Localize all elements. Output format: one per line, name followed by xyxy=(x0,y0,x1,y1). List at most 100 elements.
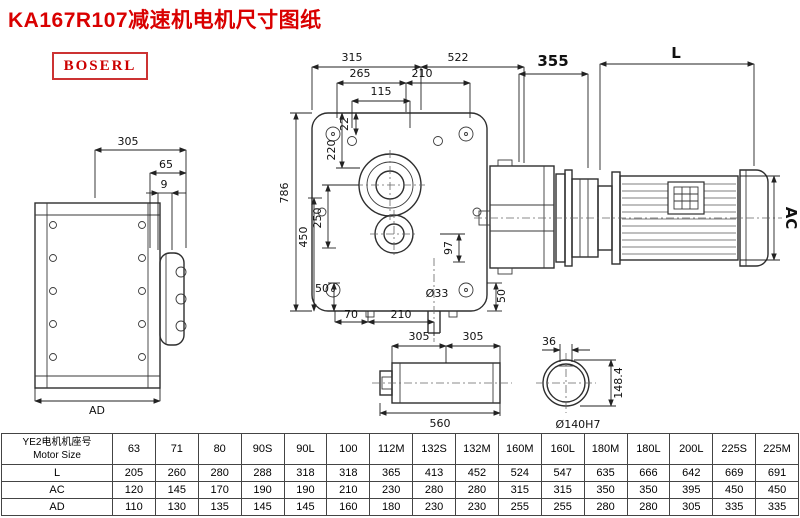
dim-key-36: 36 xyxy=(542,335,556,348)
row-label: AC xyxy=(1,481,113,499)
dim-front-d33: Ø33 xyxy=(426,287,449,300)
dim-shaft-305-a: 305 xyxy=(409,330,430,343)
fan-cover xyxy=(739,169,769,267)
motor-size-column: 225S xyxy=(712,433,757,465)
dimension-value: 120 xyxy=(112,481,156,499)
dimension-value: 365 xyxy=(369,464,414,482)
dim-front-220: 220 xyxy=(325,140,338,161)
dim-front-70: 70 xyxy=(344,308,358,321)
dimension-value: 230 xyxy=(455,498,499,516)
motor-size-column: 100 xyxy=(326,433,371,465)
dim-side-ad: AD xyxy=(89,404,105,417)
motor-size-column: 132S xyxy=(412,433,456,465)
shaft-view: 305 305 560 xyxy=(372,330,512,430)
dimension-value: 145 xyxy=(283,498,328,516)
dimension-value: 524 xyxy=(497,464,542,482)
page-title: KA167R107减速机电机尺寸图纸 xyxy=(8,9,322,32)
dim-front-265: 265 xyxy=(350,67,371,80)
dimension-value: 280 xyxy=(197,464,242,482)
dimension-value: 135 xyxy=(197,498,242,516)
dim-side-9: 9 xyxy=(161,178,168,191)
dim-bore-140h7: Ø140H7 xyxy=(556,418,601,431)
motor-view: 355 L AC xyxy=(474,44,800,275)
dimension-value: 280 xyxy=(583,498,628,516)
row-label: AD xyxy=(1,498,113,516)
dimension-value: 450 xyxy=(712,481,757,499)
dim-motor-355: 355 xyxy=(537,52,568,70)
technical-drawing: 305 65 9 AD xyxy=(34,44,800,431)
bore-outer-circle xyxy=(542,359,590,407)
dim-front-210-bottom: 210 xyxy=(391,308,412,321)
shaft-end-view: 36 148.4 Ø140H7 xyxy=(536,335,625,431)
dimension-value: 318 xyxy=(326,464,371,482)
dimension-value: 395 xyxy=(669,481,714,499)
motor-size-column: 160M xyxy=(497,433,542,465)
dim-front-786: 786 xyxy=(278,183,291,204)
dimension-value: 205 xyxy=(112,464,156,482)
dimension-value: 452 xyxy=(455,464,499,482)
dim-front-22: 22 xyxy=(338,117,351,131)
motor-size-column: 90L xyxy=(283,433,328,465)
motor-size-column: 200L xyxy=(669,433,714,465)
dim-front-50-right: 50 xyxy=(495,289,508,303)
front-view: 315 522 265 210 115 22 220 250 450 786 xyxy=(278,51,525,342)
dimension-value: 255 xyxy=(540,498,585,516)
dimension-value: 335 xyxy=(712,498,757,516)
row-label: L xyxy=(1,464,113,482)
dim-shaft-305-b: 305 xyxy=(463,330,484,343)
side-view: 305 65 9 AD xyxy=(34,135,187,417)
dimension-value: 190 xyxy=(283,481,328,499)
boserl-logo: BOSERL xyxy=(52,52,148,80)
dim-side-65: 65 xyxy=(159,158,173,171)
motor-size-column: 132M xyxy=(455,433,499,465)
dimension-value: 280 xyxy=(455,481,499,499)
dimension-value: 318 xyxy=(283,464,328,482)
dimension-value: 180 xyxy=(369,498,414,516)
dim-motor-L: L xyxy=(671,44,681,62)
dimension-value: 160 xyxy=(326,498,371,516)
dim-front-250: 250 xyxy=(311,208,324,229)
motor-size-column: 160L xyxy=(540,433,585,465)
boserl-logo-text: BOSERL xyxy=(63,57,137,74)
motor-size-column: 225M xyxy=(755,433,799,465)
motor-size-column: 80 xyxy=(197,433,242,465)
motor-size-column: 112M xyxy=(369,433,414,465)
dimension-value: 669 xyxy=(712,464,757,482)
dimension-value: 170 xyxy=(197,481,242,499)
dimension-value: 280 xyxy=(412,481,456,499)
motor-size-column: 180M xyxy=(583,433,628,465)
dimension-value: 413 xyxy=(412,464,456,482)
dimension-value: 691 xyxy=(755,464,799,482)
dim-front-50-left: 50 xyxy=(315,282,329,295)
dim-front-115: 115 xyxy=(371,85,392,98)
motor-size-column: 71 xyxy=(154,433,199,465)
dimension-value: 230 xyxy=(369,481,414,499)
dimension-value: 288 xyxy=(240,464,285,482)
dimension-value: 666 xyxy=(626,464,671,482)
side-view-flange xyxy=(159,252,185,346)
dimension-value: 110 xyxy=(112,498,156,516)
dimension-value: 305 xyxy=(669,498,714,516)
dimension-value: 230 xyxy=(412,498,456,516)
motor-size-column: 180L xyxy=(626,433,671,465)
dim-shaft-560: 560 xyxy=(430,417,451,430)
dimension-value: 335 xyxy=(755,498,799,516)
dimension-value: 260 xyxy=(154,464,199,482)
dimension-value: 450 xyxy=(755,481,799,499)
dim-front-522: 522 xyxy=(448,51,469,64)
dimension-value: 350 xyxy=(626,481,671,499)
dimension-value: 315 xyxy=(540,481,585,499)
dimension-value: 547 xyxy=(540,464,585,482)
dimension-value: 190 xyxy=(240,481,285,499)
dimension-value: 130 xyxy=(154,498,199,516)
dimension-value: 255 xyxy=(497,498,542,516)
dimension-value: 280 xyxy=(626,498,671,516)
dim-height-148-4: 148.4 xyxy=(612,367,625,399)
dimension-value: 642 xyxy=(669,464,714,482)
